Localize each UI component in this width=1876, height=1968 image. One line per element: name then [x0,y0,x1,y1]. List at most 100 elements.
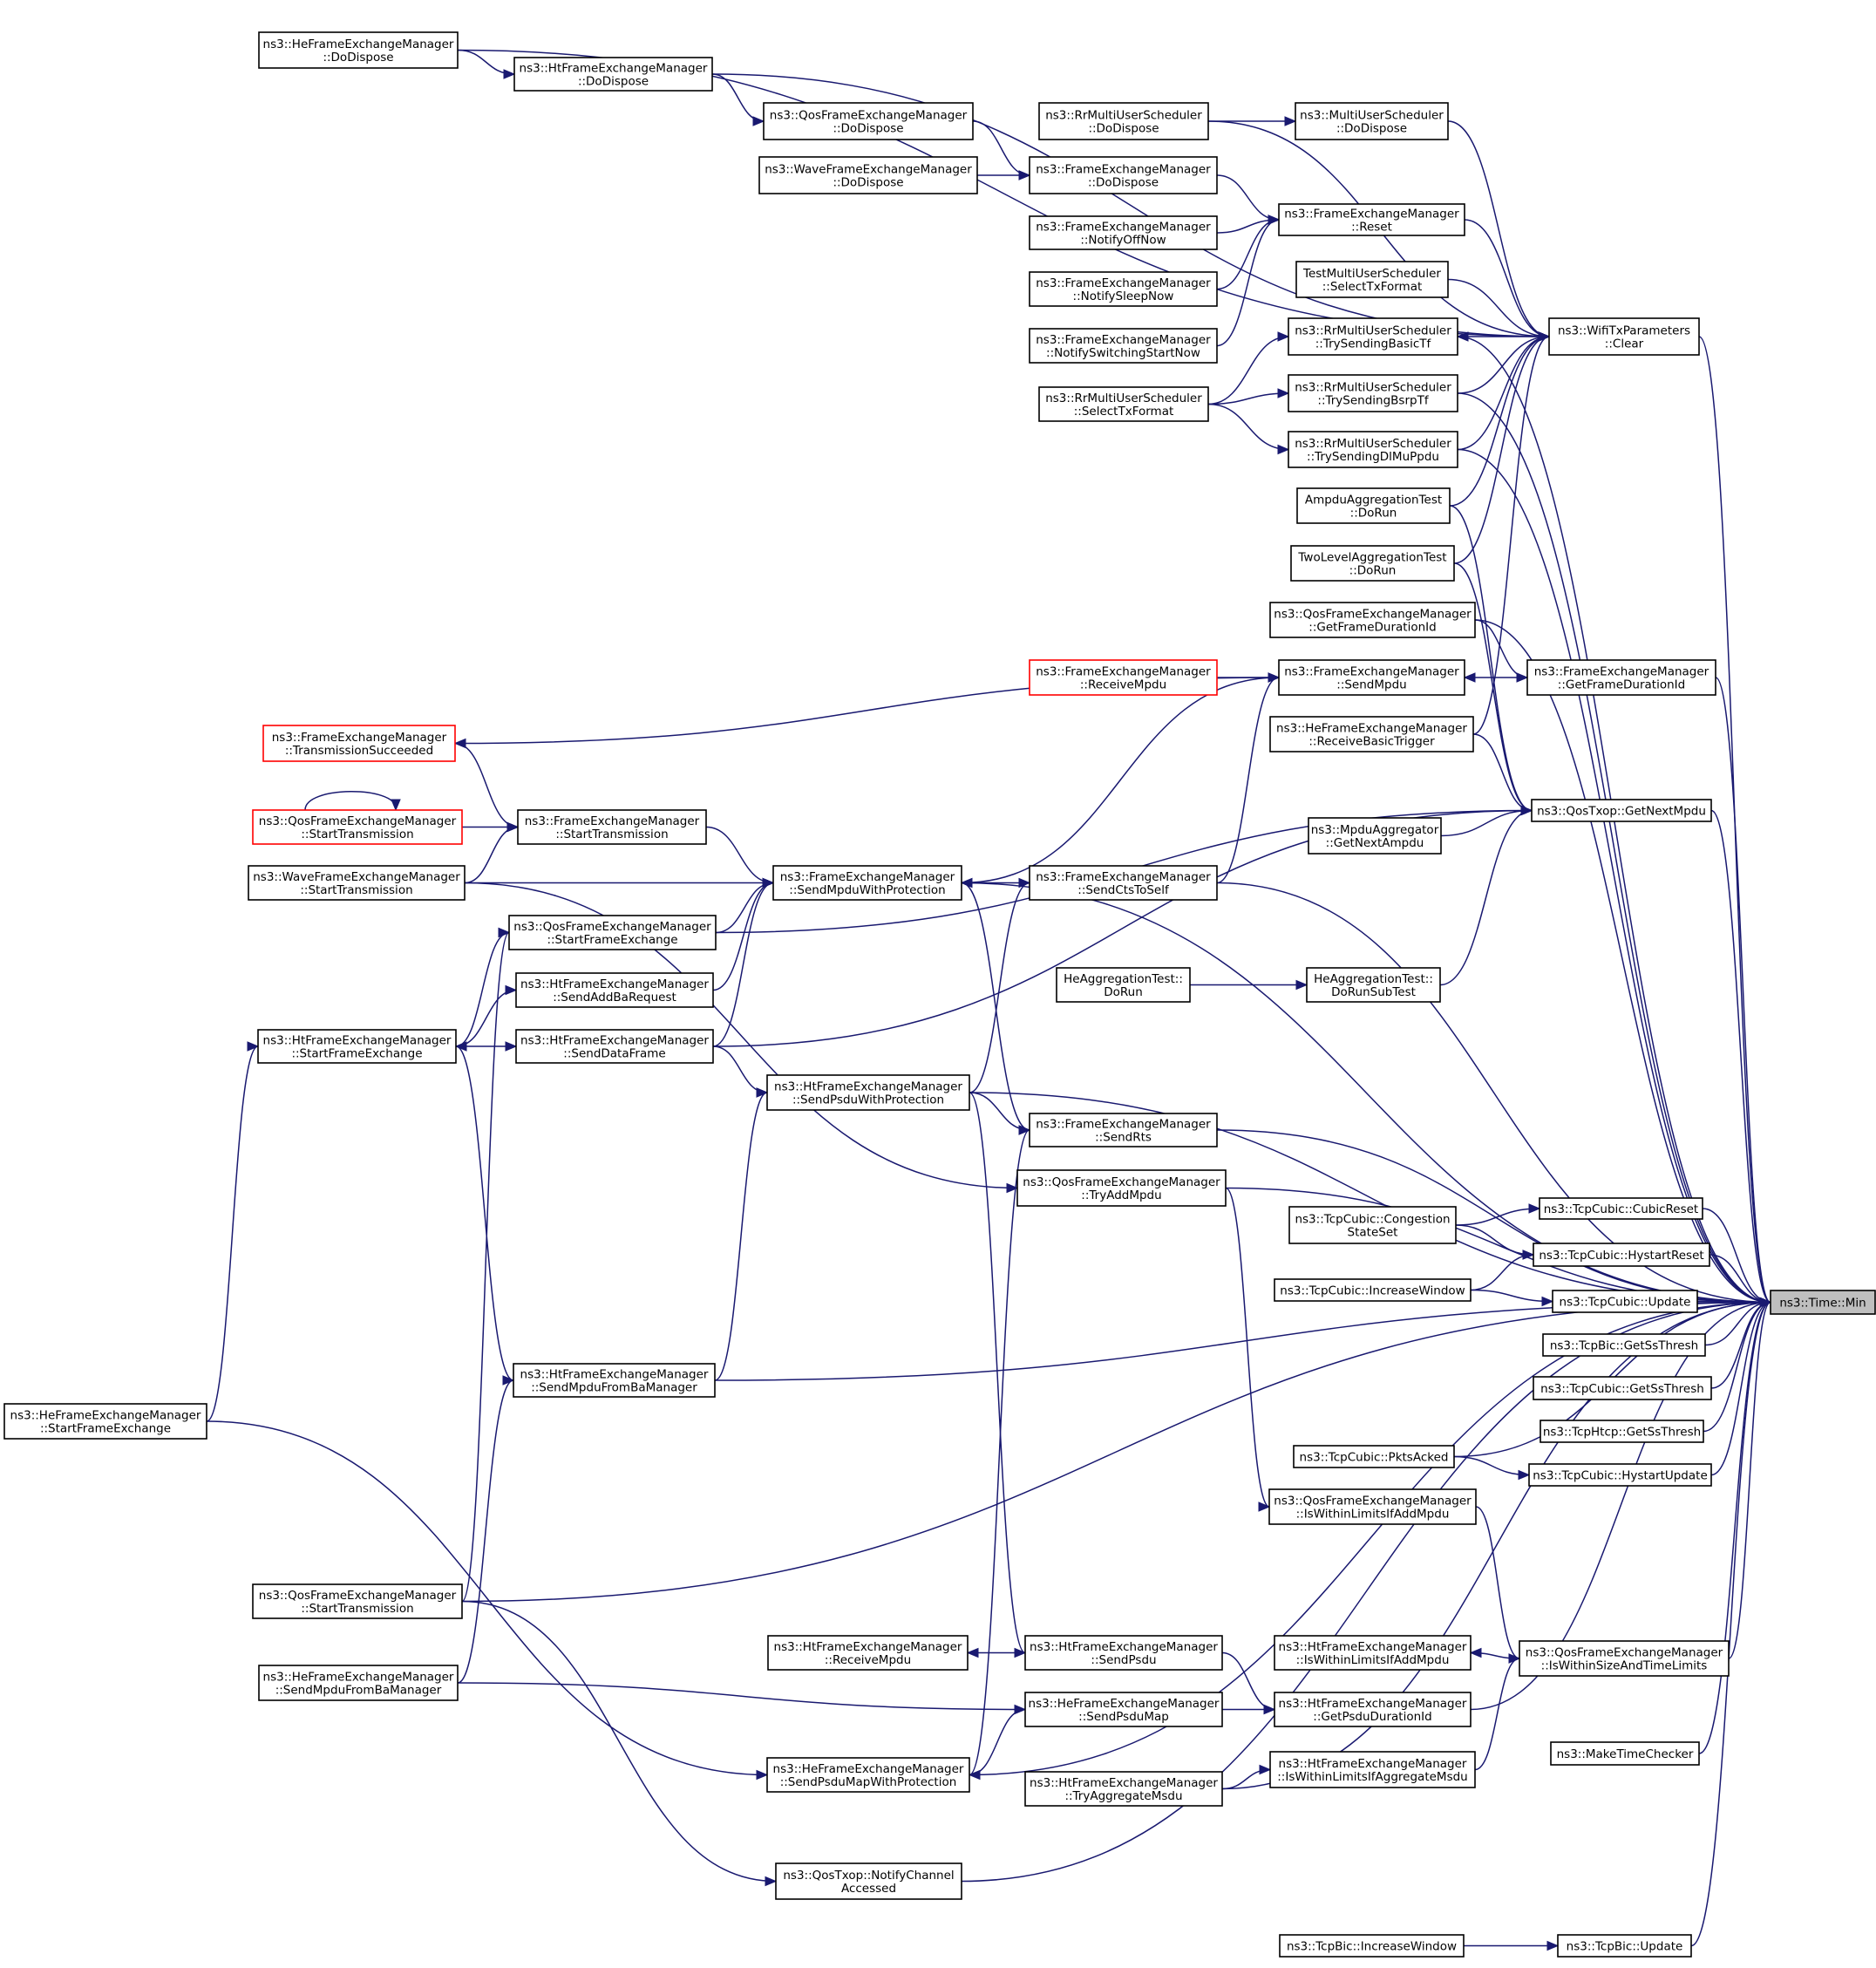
node-test-select[interactable]: TestMultiUserScheduler::SelectTxFormat [1295,261,1449,298]
node-he-recvbasic[interactable]: ns3::HeFrameExchangeManager::ReceiveBasi… [1269,716,1474,752]
node-twolevel-test[interactable]: TwoLevelAggregationTest::DoRun [1290,545,1455,582]
node-ht-addba[interactable]: ns3::HtFrameExchangeManager::SendAddBaRe… [515,972,714,1008]
node-label: ::TrySendingBsrpTf [1317,394,1429,408]
node-notify-sleep[interactable]: ns3::FrameExchangeManager::NotifySleepNo… [1029,271,1218,307]
node-box [1278,659,1465,696]
node-wave-dispose[interactable]: ns3::WaveFrameExchangeManager::DoDispose [758,156,978,194]
node-min[interactable]: ns3::Time::Min [1770,1290,1876,1315]
node-cubic-reset[interactable]: ns3::TcpCubic::CubicReset [1539,1197,1703,1220]
node-he-startfe[interactable]: ns3::HeFrameExchangeManager::StartFrameE… [3,1403,207,1440]
node-notify-off[interactable]: ns3::FrameExchangeManager::NotifyOffNow [1029,215,1218,250]
node-qos-startfe[interactable]: ns3::QosFrameExchangeManager::StartFrame… [508,915,717,950]
node-rr-dispose[interactable]: ns3::RrMultiUserScheduler::DoDispose [1038,102,1209,140]
node-rr-select[interactable]: ns3::RrMultiUserScheduler::SelectTxForma… [1038,386,1209,422]
edge-ht-startfe-to-qos-startfe [455,927,511,1047]
node-cubic-incwin[interactable]: ns3::TcpCubic::IncreaseWindow [1274,1278,1472,1302]
node-bic-update[interactable]: ns3::TcpBic::Update [1557,1934,1692,1958]
node-ht-recvmpdu[interactable]: ns3::HtFrameExchangeManager::ReceiveMpdu [767,1635,969,1671]
edge-he-psdumap-to-he-psdumapprot [968,1708,1026,1781]
node-rr-bsrp[interactable]: ns3::RrMultiUserScheduler::TrySendingBsr… [1288,374,1458,412]
node-label: ns3::QosTxop::GetNextMpdu [1537,805,1706,819]
node-label: AmpduAggregationTest [1305,494,1442,507]
node-rr-dlmu[interactable]: ns3::RrMultiUserScheduler::TrySendingDlM… [1288,431,1458,468]
node-ht-dispose[interactable]: ns3::HtFrameExchangeManager::DoDispose [513,57,713,92]
node-he-dispose[interactable]: ns3::HeFrameExchangeManager::DoDispose [258,31,459,69]
node-fem-cts[interactable]: ns3::FrameExchangeManager::SendCtsToSelf [1029,865,1218,901]
edge-arrowhead [1520,805,1533,816]
node-box [513,1363,716,1398]
node-qos-limadd[interactable]: ns3::QosFrameExchangeManager::IsWithinLi… [1268,1488,1477,1525]
edge-arrowhead [1463,672,1476,683]
node-clear[interactable]: ns3::WifiTxParameters::Clear [1548,317,1700,356]
node-make-checker[interactable]: ns3::MakeTimeChecker [1550,1741,1700,1766]
node-qos-dispose[interactable]: ns3::QosFrameExchangeManager::DoDispose [763,102,974,140]
edge-arrowhead [1258,1502,1271,1512]
edge-he-mpduba-to-ht-mpduba [457,1375,515,1684]
node-cubic-pkts[interactable]: ns3::TcpCubic::PktsAcked [1293,1445,1455,1468]
node-bic-incwin[interactable]: ns3::TcpBic::IncreaseWindow [1279,1934,1465,1958]
node-box [1542,1333,1706,1357]
node-label: ::SendRts [1095,1131,1152,1145]
node-fem-recvmpdu[interactable]: ns3::FrameExchangeManager::ReceiveMpdu [1029,659,1218,696]
node-ht-limadd[interactable]: ns3::HtFrameExchangeManager::IsWithinLim… [1274,1635,1472,1671]
node-fem-starttx[interactable]: ns3::FrameExchangeManager::StartTransmis… [517,809,707,845]
node-ht-data[interactable]: ns3::HtFrameExchangeManager::SendDataFra… [515,1029,714,1064]
node-label: ::DoDispose [833,122,903,136]
node-ht-psduprot[interactable]: ns3::HtFrameExchangeManager::SendPsduWit… [766,1074,970,1111]
node-label: ::SendDataFrame [563,1047,665,1061]
edge-arrowhead [1538,331,1551,342]
node-label: ns3::FrameExchangeManager [780,870,955,884]
node-mu-dispose[interactable]: ns3::MultiUserScheduler::DoDispose [1295,102,1449,140]
node-cubic-hystupd[interactable]: ns3::TcpCubic::HystartUpdate [1528,1463,1712,1487]
node-he-psdumapprot[interactable]: ns3::HeFrameExchangeManager::SendPsduMap… [766,1757,970,1793]
node-qos-sizetime[interactable]: ns3::QosFrameExchangeManager::IsWithinSi… [1519,1640,1730,1677]
edge-he-psdumap-to-ht-psdudur [1221,1704,1276,1715]
node-label: ns3::FrameExchangeManager [1036,163,1211,177]
node-he-psdumap[interactable]: ns3::HeFrameExchangeManager::SendPsduMap [1024,1692,1223,1727]
node-fem-reset[interactable]: ns3::FrameExchangeManager::Reset [1278,203,1465,236]
edge-ampdu-test-to-clear [1449,331,1551,507]
node-label: ::DoRun [1349,564,1397,578]
node-notify-switch[interactable]: ns3::FrameExchangeManager::NotifySwitchi… [1029,328,1218,364]
node-heagg-dorun[interactable]: HeAggregationTest::DoRun [1056,967,1191,1003]
node-rr-basic[interactable]: ns3::RrMultiUserScheduler::TrySendingBas… [1288,317,1458,356]
node-ampdu-test[interactable]: AmpduAggregationTest::DoRun [1296,487,1451,524]
node-qos-tryadd[interactable]: ns3::QosFrameExchangeManager::TryAddMpdu [1016,1169,1227,1207]
node-fem-getdur[interactable]: ns3::FrameExchangeManager::GetFrameDurat… [1526,659,1716,696]
edge-wave-dispose-to-fem-dispose [977,170,1031,180]
node-ht-mpduba[interactable]: ns3::HtFrameExchangeManager::SendMpduFro… [513,1363,716,1398]
node-wave-starttx[interactable]: ns3::WaveFrameExchangeManager::StartTran… [248,865,466,901]
node-fem-dispose[interactable]: ns3::FrameExchangeManager::DoDispose [1029,156,1218,194]
node-he-mpduba[interactable]: ns3::HeFrameExchangeManager::SendMpduFro… [258,1665,459,1701]
node-box [1533,1376,1712,1400]
node-htcp-ss[interactable]: ns3::TcpHtcp::GetSsThresh [1540,1420,1704,1443]
node-bic-ss[interactable]: ns3::TcpBic::GetSsThresh [1542,1333,1706,1357]
node-label: StateSet [1348,1226,1398,1240]
node-cubic-update[interactable]: ns3::TcpCubic::Update [1552,1290,1698,1313]
node-heagg-sub[interactable]: HeAggregationTest::DoRunSubTest [1306,967,1441,1003]
node-cubic-hystreset[interactable]: ns3::TcpCubic::HystartReset [1533,1243,1710,1267]
edge-ht-psduprot-to-fem-cts [969,877,1031,1093]
node-ht-tryagg[interactable]: ns3::HtFrameExchangeManager::TryAggregat… [1024,1771,1223,1807]
node-ht-sendpsdu[interactable]: ns3::HtFrameExchangeManager::SendPsdu [1024,1635,1223,1671]
node-fem-txsucc[interactable]: ns3::FrameExchangeManager::TransmissionS… [262,725,456,762]
node-qostxop-next[interactable]: ns3::QosTxop::GetNextMpdu [1531,799,1712,822]
node-qos-starttx[interactable]: ns3::QosFrameExchangeManager::StartTrans… [252,1583,463,1619]
node-ht-limagg[interactable]: ns3::HtFrameExchangeManager::IsWithinLim… [1269,1751,1476,1788]
node-label: ns3::TcpCubic::HystartReset [1539,1249,1703,1263]
node-mpdu-agg[interactable]: ns3::MpduAggregator::GetNextAmpdu [1308,817,1442,855]
node-qos-starttx-red[interactable]: ns3::QosFrameExchangeManager::StartTrans… [252,809,463,845]
node-fem-sendmpdu[interactable]: ns3::FrameExchangeManager::SendMpdu [1278,659,1465,696]
node-label: ::SendMpdu [1336,678,1406,692]
node-ht-psdudur[interactable]: ns3::HtFrameExchangeManager::GetPsduDura… [1274,1692,1472,1727]
node-fem-rts[interactable]: ns3::FrameExchangeManager::SendRts [1029,1113,1218,1147]
node-qos-getdur[interactable]: ns3::QosFrameExchangeManager::GetFrameDu… [1269,602,1476,638]
node-cubic-ss[interactable]: ns3::TcpCubic::GetSsThresh [1533,1376,1712,1400]
edge-arrowhead [1014,1647,1027,1658]
node-ht-startfe[interactable]: ns3::HtFrameExchangeManager::StartFrameE… [257,1029,457,1064]
node-label: ns3::TcpCubic::HystartUpdate [1533,1469,1708,1483]
node-fem-sendprot[interactable]: ns3::FrameExchangeManager::SendMpduWithP… [772,865,962,901]
edge-arrowhead [762,877,775,889]
